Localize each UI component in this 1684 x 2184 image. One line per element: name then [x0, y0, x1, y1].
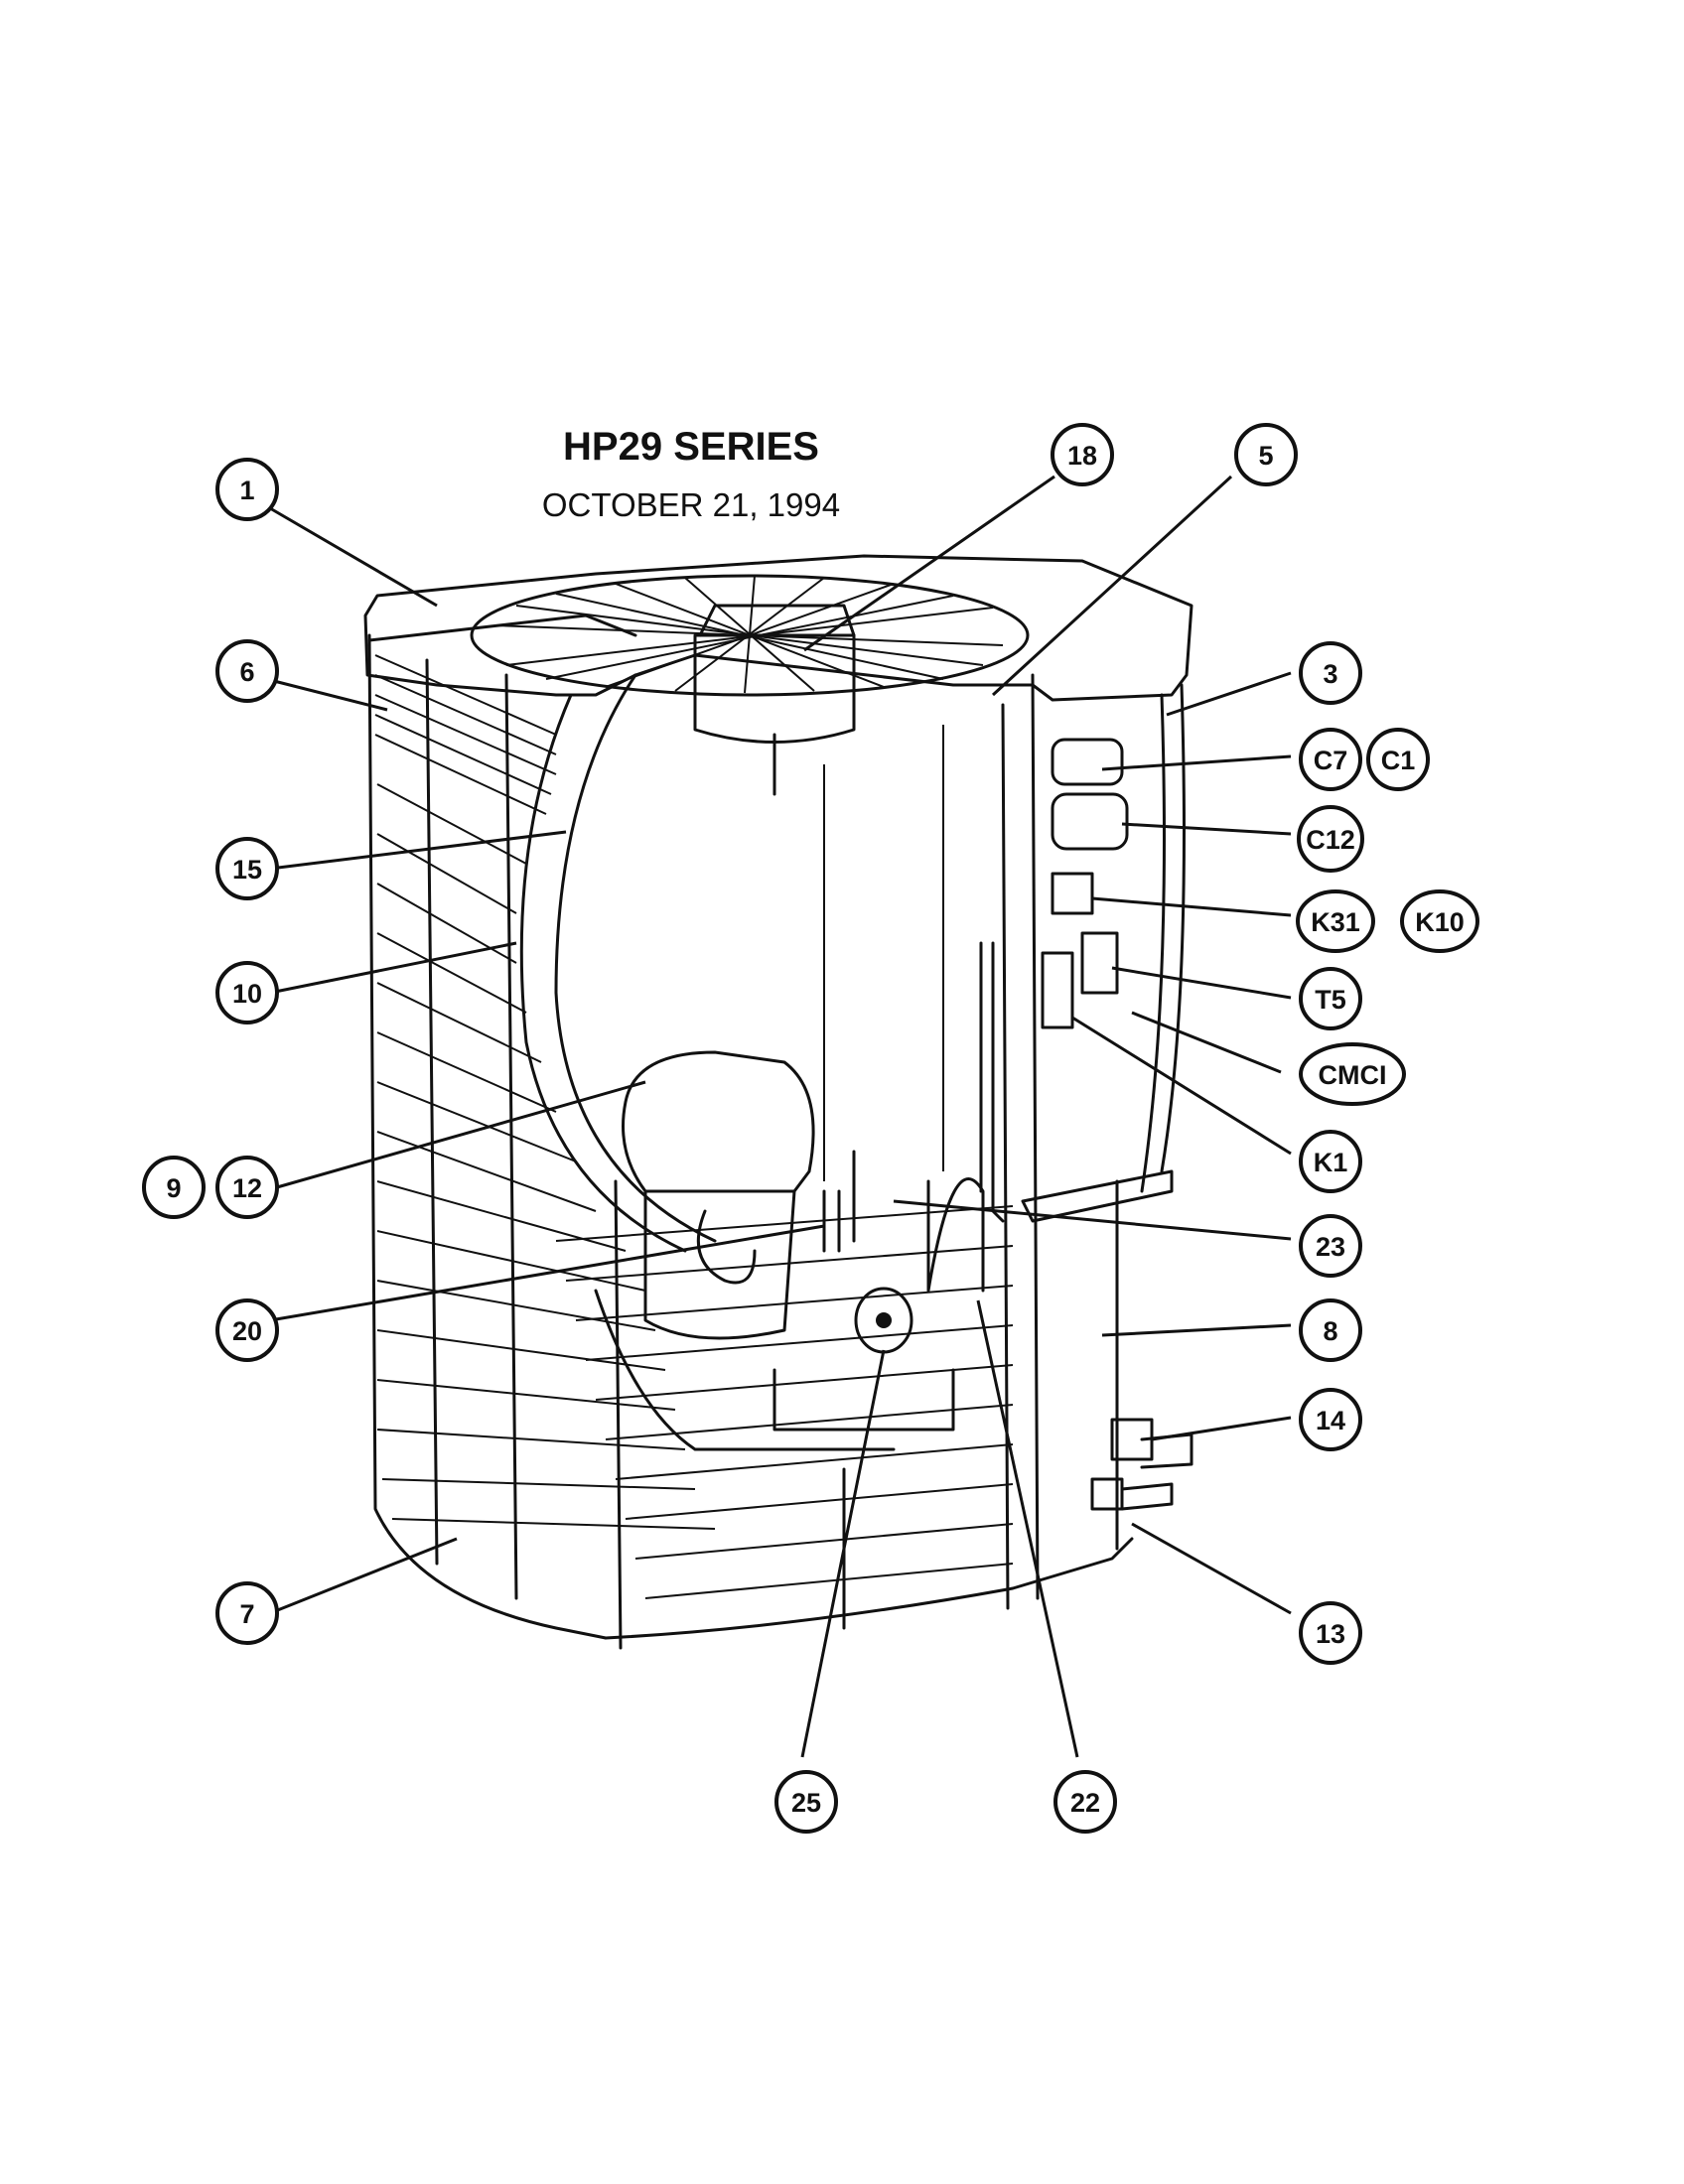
svg-text:5: 5 — [1258, 441, 1273, 471]
transformer-t5 — [1080, 931, 1119, 995]
callout-C7: C7 — [1299, 728, 1362, 791]
svg-text:14: 14 — [1316, 1406, 1345, 1435]
base-pan — [604, 1537, 1134, 1640]
leader-lines — [269, 475, 1292, 1758]
fan-grille — [470, 574, 1030, 697]
svg-text:13: 13 — [1316, 1619, 1345, 1649]
coil-cutaway-edge — [554, 673, 717, 1243]
svg-text:K1: K1 — [1314, 1148, 1348, 1177]
diagram-date: OCTOBER 21, 1994 — [542, 486, 840, 523]
callout-22: 22 — [1053, 1770, 1117, 1834]
callout-K10: K10 — [1400, 889, 1479, 953]
svg-text:25: 25 — [791, 1788, 821, 1818]
svg-text:9: 9 — [166, 1173, 181, 1203]
callout-15: 15 — [215, 837, 279, 900]
svg-text:15: 15 — [232, 855, 262, 885]
svg-text:CMCI: CMCI — [1319, 1060, 1387, 1090]
svg-text:18: 18 — [1067, 441, 1097, 471]
contactor-k1 — [1041, 951, 1074, 1029]
callout-3: 3 — [1299, 641, 1362, 705]
svg-text:7: 7 — [239, 1599, 254, 1629]
svg-text:12: 12 — [232, 1173, 262, 1203]
callout-18: 18 — [1051, 423, 1114, 486]
svg-text:23: 23 — [1316, 1232, 1345, 1262]
cabinet-left-edge — [367, 633, 608, 1640]
callout-14: 14 — [1299, 1388, 1362, 1451]
control-panel-divider — [1031, 673, 1040, 1600]
relay-k31 — [1051, 872, 1094, 915]
callout-K1: K1 — [1299, 1130, 1362, 1193]
svg-text:T5: T5 — [1315, 985, 1346, 1015]
service-valve-14 — [1110, 1418, 1154, 1461]
svg-text:3: 3 — [1323, 659, 1337, 689]
svg-text:10: 10 — [232, 979, 262, 1009]
callout-C1: C1 — [1366, 728, 1430, 791]
capacitor-c7 — [1051, 738, 1124, 786]
louver-grille — [374, 654, 716, 1530]
callout-12: 12 — [215, 1156, 279, 1219]
callout-C12: C12 — [1297, 805, 1364, 873]
callout-T5: T5 — [1299, 967, 1362, 1030]
callout-23: 23 — [1299, 1214, 1362, 1278]
svg-text:22: 22 — [1070, 1788, 1100, 1818]
callout-10: 10 — [215, 961, 279, 1024]
svg-text:20: 20 — [232, 1316, 262, 1346]
svg-text:C7: C7 — [1314, 746, 1348, 775]
diagram-title: HP29 SERIES — [563, 425, 819, 469]
capacitor-c12 — [1051, 792, 1129, 851]
top-cap — [363, 554, 1193, 702]
svg-text:K31: K31 — [1311, 907, 1360, 937]
callout-25: 25 — [774, 1770, 838, 1834]
callout-CMCI: CMCI — [1299, 1042, 1406, 1106]
callout-1: 1 — [215, 458, 279, 521]
callout-K31: K31 — [1296, 889, 1375, 953]
fan-motor — [693, 633, 856, 744]
callout-7: 7 — [215, 1581, 279, 1645]
svg-text:C12: C12 — [1306, 825, 1355, 855]
callout-9: 9 — [142, 1156, 206, 1219]
unit-illustration — [363, 554, 1193, 1650]
svg-text:1: 1 — [239, 476, 254, 505]
callout-20: 20 — [215, 1298, 279, 1362]
callout-8: 8 — [1299, 1298, 1362, 1362]
svg-text:K10: K10 — [1415, 907, 1465, 937]
svg-text:C1: C1 — [1381, 746, 1416, 775]
callout-13: 13 — [1299, 1601, 1362, 1665]
callout-5: 5 — [1234, 423, 1298, 486]
callout-6: 6 — [215, 639, 279, 703]
svg-text:8: 8 — [1323, 1316, 1337, 1346]
compressor — [622, 1050, 815, 1193]
svg-text:6: 6 — [239, 657, 254, 687]
